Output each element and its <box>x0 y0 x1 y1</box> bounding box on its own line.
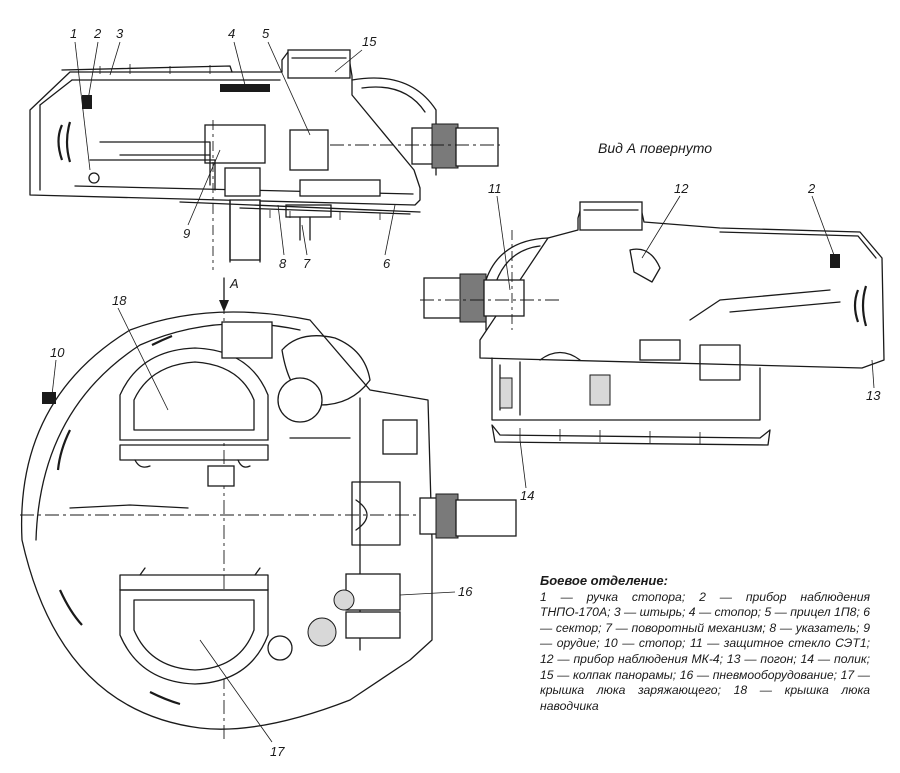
panorama-cap-shape <box>287 49 351 79</box>
sight-block-shape <box>221 321 273 359</box>
callout-18: 18 <box>112 293 127 308</box>
callout-14: 14 <box>520 488 534 503</box>
plan-view <box>20 277 520 743</box>
callout-7: 7 <box>303 256 311 271</box>
callout-2: 2 <box>93 26 102 41</box>
pneumatic-unit-shape <box>345 573 401 611</box>
callout-3: 3 <box>116 26 124 41</box>
callout-5: 5 <box>262 26 270 41</box>
callout-8: 8 <box>279 256 287 271</box>
callout-11: 11 <box>488 181 502 196</box>
callout-numbers: 1 2 3 4 5 6 7 8 9 10 11 12 13 14 15 16 1… <box>50 26 881 759</box>
callout-2-view-a: 2 <box>807 181 816 196</box>
legend-title: Боевое отделение: <box>540 573 668 588</box>
callout-13: 13 <box>866 388 881 403</box>
view-a-rotated <box>420 195 885 489</box>
callout-17: 17 <box>270 744 285 759</box>
callout-15: 15 <box>362 34 377 49</box>
callout-1: 1 <box>70 26 77 41</box>
legend-body: 1 — ручка стопора; 2 — прибор наблюдения… <box>540 589 870 713</box>
side-section-view <box>29 41 500 270</box>
callout-4: 4 <box>228 26 235 41</box>
callout-12: 12 <box>674 181 689 196</box>
callout-6: 6 <box>383 256 391 271</box>
arrow-a-label: А <box>229 276 239 291</box>
view-a-label: Вид А повернуто <box>598 140 712 156</box>
callout-10: 10 <box>50 345 65 360</box>
callout-9: 9 <box>183 226 190 241</box>
panorama-cap-view-a <box>579 201 643 231</box>
legend: Боевое отделение: 1 — ручка стопора; 2 —… <box>540 573 870 714</box>
callout-16: 16 <box>458 584 473 599</box>
